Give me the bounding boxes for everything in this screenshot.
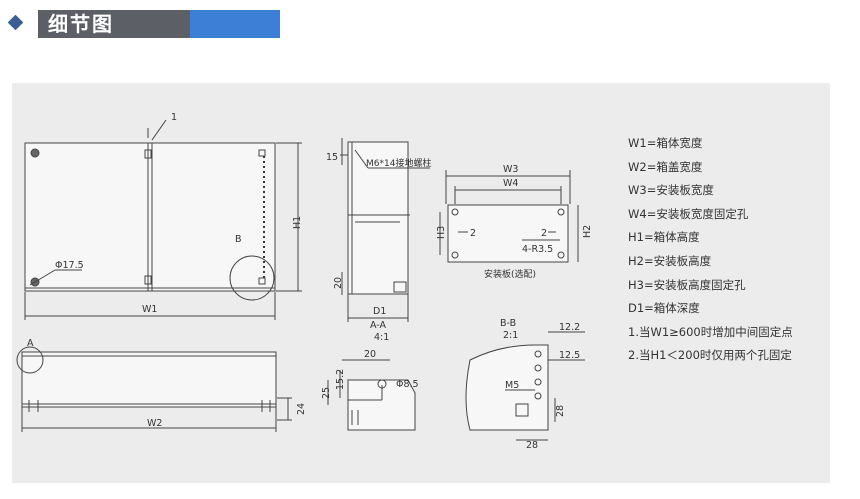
detail-aa bbox=[327, 359, 416, 431]
label-20a: 20 bbox=[333, 277, 344, 289]
label-plate: 安装板(选配) bbox=[484, 268, 536, 280]
legend-item: D1=箱体深度 bbox=[628, 301, 700, 316]
label-bb: B-B bbox=[500, 318, 516, 329]
label-bb-scale: 2:1 bbox=[503, 330, 518, 341]
label-w3: W3 bbox=[503, 164, 518, 175]
legend-item: 2.当H1＜200时仅用两个孔固定 bbox=[628, 348, 792, 363]
legend-item: W3=安装板宽度 bbox=[628, 183, 714, 198]
label-h3: H3 bbox=[436, 226, 447, 239]
label-2-left: 2 bbox=[470, 228, 476, 239]
label-a: A bbox=[27, 338, 34, 349]
section-title: 细节图 bbox=[38, 10, 190, 38]
label-12-2: 12.2 bbox=[559, 322, 580, 333]
label-h1: H1 bbox=[292, 216, 303, 229]
legend-item: H3=安装板高度固定孔 bbox=[628, 277, 746, 292]
label-r3-5: 4-R3.5 bbox=[522, 244, 553, 255]
legend-item: H2=安装板高度 bbox=[628, 253, 712, 268]
label-phi8-5: Φ8.5 bbox=[396, 379, 419, 390]
label-w2: W2 bbox=[147, 418, 162, 429]
label-b: B bbox=[235, 234, 242, 245]
legend-item: H1=箱体高度 bbox=[628, 230, 700, 245]
label-d1: D1 bbox=[373, 306, 386, 317]
label-25: 25 bbox=[321, 387, 332, 399]
side-view bbox=[340, 138, 430, 322]
legend-item: 1.当W1≥600时增加中间固定点 bbox=[628, 324, 793, 339]
legend-item: W4=安装板宽度固定孔 bbox=[628, 206, 749, 221]
label-15: 15 bbox=[326, 152, 338, 163]
label-aa: A-A bbox=[370, 320, 387, 331]
label-2-right: 2 bbox=[541, 228, 547, 239]
label-w4: W4 bbox=[503, 178, 518, 189]
lid-view bbox=[16, 346, 292, 432]
mounting-plate-view bbox=[439, 170, 579, 263]
legend-item: W2=箱盖宽度 bbox=[628, 159, 703, 174]
label-h2: H2 bbox=[582, 225, 593, 238]
label-w1: W1 bbox=[142, 304, 157, 315]
label-20b: 20 bbox=[364, 349, 376, 360]
label-28-v: 28 bbox=[555, 405, 566, 417]
detail-bb bbox=[465, 331, 585, 441]
label-1: 1 bbox=[171, 112, 177, 123]
label-m6: M6*14接地螺柱 bbox=[366, 157, 431, 169]
header-accent-bar bbox=[190, 10, 280, 38]
section-header: 细节图 bbox=[38, 10, 280, 38]
label-aa-scale: 4:1 bbox=[374, 332, 389, 343]
legend-item: W1=箱体宽度 bbox=[628, 136, 703, 150]
label-12-5: 12.5 bbox=[559, 350, 580, 361]
label-24: 24 bbox=[296, 403, 307, 415]
label-28-h: 28 bbox=[526, 440, 538, 451]
label-m5: M5 bbox=[505, 380, 519, 391]
front-view bbox=[24, 119, 302, 320]
label-15-2: 15.2 bbox=[335, 369, 346, 390]
legend: W1=箱体宽度 W2=箱盖宽度 W3=安装板宽度 W4=安装板宽度固定孔 H1=… bbox=[628, 132, 793, 368]
label-phi17-5: Φ17.5 bbox=[55, 260, 84, 271]
